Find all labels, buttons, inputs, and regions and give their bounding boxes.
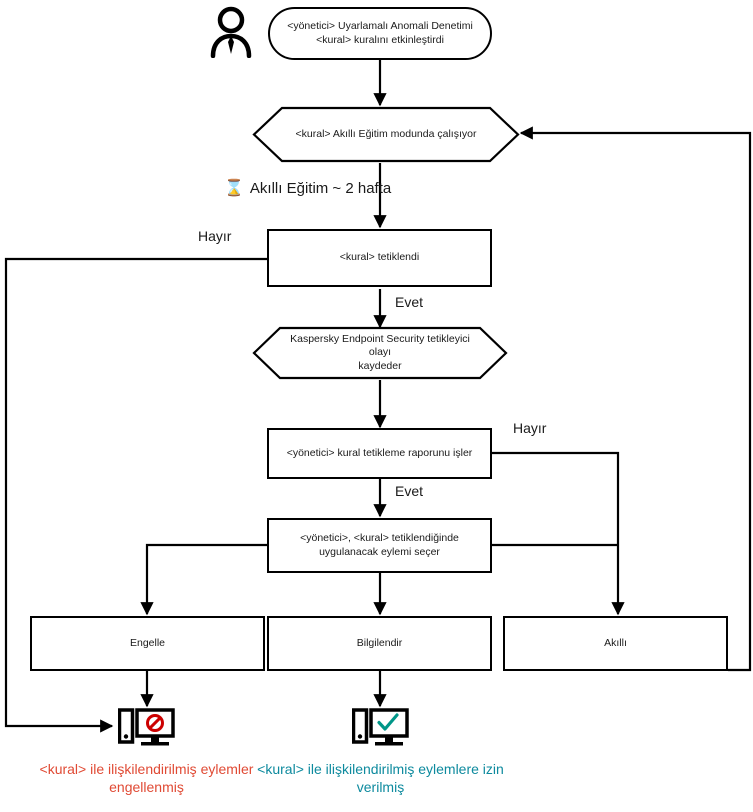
- start-shape: [268, 7, 492, 60]
- timer-text: Akıllı Eğitim ~ 2 hafta: [249, 180, 392, 197]
- node-smart-training-mode[interactable]: <kural> Akıllı Eğitim modunda çalışıyor: [252, 106, 520, 163]
- edge-label-yes-top: Evet: [395, 294, 424, 310]
- action-smart-label: Akıllı: [604, 636, 627, 649]
- admin-processes-report-label: <yönetici> kural tetikleme raporunu işle…: [286, 446, 473, 459]
- action-block-label: Engelle: [129, 636, 166, 649]
- monitor-blocked-icon: [117, 708, 176, 750]
- node-start-enable-rule[interactable]: <yönetici> Uyarlamalı Anomali Denetimi <…: [268, 7, 492, 60]
- edge-label-yes-bottom: Evet: [395, 483, 424, 499]
- node-action-block[interactable]: Engelle: [30, 616, 265, 671]
- hourglass-icon: ⌛: [224, 179, 244, 197]
- action-inform-label: Bilgilendir: [356, 636, 403, 649]
- start-label: <yönetici> Uyarlamalı Anomali Denetimi <…: [287, 20, 473, 46]
- admin-actor-icon: [208, 6, 254, 59]
- outcome-allowed-caption: <kural> ile ilişkilendirilmiş eylemlere …: [257, 761, 504, 796]
- admin-selects-action-label: <yönetici>, <kural> tetiklendiğinde uygu…: [300, 532, 459, 558]
- node-kes-logs-event[interactable]: Kaspersky Endpoint Security tetikleyici …: [252, 326, 508, 380]
- smart-training-label: <kural> Akıllı Eğitim modunda çalışıyor: [295, 127, 477, 140]
- node-rule-triggered[interactable]: <kural> tetiklendi: [267, 229, 492, 287]
- edge-label-no-right: Hayır: [513, 420, 547, 436]
- node-action-inform[interactable]: Bilgilendir: [267, 616, 492, 671]
- node-admin-processes-report[interactable]: <yönetici> kural tetikleme raporunu işle…: [267, 428, 492, 479]
- kes-logs-event-label: Kaspersky Endpoint Security tetikleyici …: [290, 333, 470, 372]
- node-admin-selects-action[interactable]: <yönetici>, <kural> tetiklendiğinde uygu…: [267, 518, 492, 573]
- outcome-blocked-caption: <kural> ile ilişkilendirilmiş eylemler e…: [39, 761, 254, 796]
- timer-edge-label: ⌛ Akıllı Eğitim ~ 2 hafta: [224, 180, 391, 197]
- edge-label-no-left: Hayır: [198, 228, 232, 244]
- monitor-allowed-icon: [351, 708, 410, 750]
- rule-triggered-label: <kural> tetiklendi: [339, 251, 420, 264]
- node-action-smart[interactable]: Akıllı: [503, 616, 728, 671]
